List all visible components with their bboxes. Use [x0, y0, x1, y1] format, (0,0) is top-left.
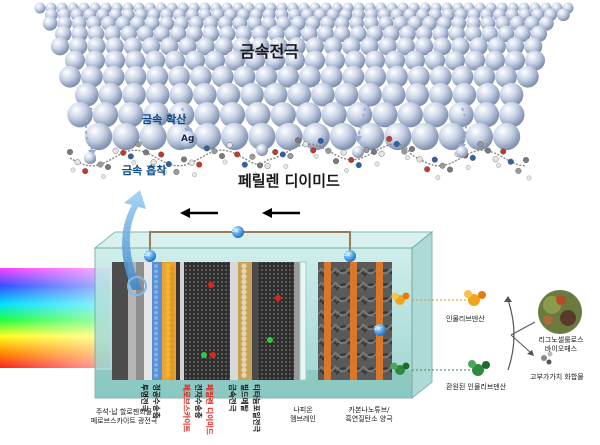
perylene-diimide-label: 페릴렌 디이미드	[238, 172, 340, 190]
charge-markers	[201, 282, 281, 358]
carbon-nanotube-anode	[318, 262, 392, 380]
biomass-photo	[538, 290, 582, 334]
high-value-compound-label: 고부가가치 화합물	[530, 373, 584, 381]
electron-label-2: 2e⁻	[232, 228, 241, 234]
high-value-compound-icon	[541, 351, 553, 365]
ag-atom-label: Ag	[181, 134, 195, 144]
photoelectrode-stack	[112, 262, 300, 380]
reduced-acid-label: 환원된 인몰리브덴산	[446, 383, 507, 391]
external-wire	[149, 231, 351, 262]
ag-atom	[179, 131, 197, 149]
reduced-acid-icon	[390, 360, 490, 376]
nafion-label: 나피온 멤브레인	[290, 406, 316, 423]
metal-electrode-label: 금속전극	[240, 42, 299, 61]
levulinic-acid-label: 인물리브덴산	[446, 315, 485, 323]
metal-diffusion-label: 금속 확산	[142, 113, 187, 126]
layer-label-fieldmetal: 필드메탈	[240, 384, 249, 412]
chemical-cycle	[412, 296, 536, 371]
anode-label: 카본나노튜브/ 흑연질탄소 양극	[345, 406, 393, 423]
layer-label-transparent: 투명전극	[140, 384, 149, 412]
layer-label-perovskite: 페로브스카이트	[182, 384, 191, 433]
layer-label-htl: 정공수송층	[152, 384, 161, 419]
electron-flow-arrows	[180, 208, 300, 218]
layer-label-etl: 전자수송층	[194, 384, 203, 419]
nafion-membrane	[299, 261, 307, 381]
layer-label-titanium: 티타늄포일전극	[252, 384, 261, 433]
electron-label-1: 2e⁻	[144, 252, 153, 258]
photoelectrode-label: 주석-납 할로젠화물 페로브스카이트 광전극	[90, 408, 158, 425]
biomass-label: 리그노셀룰로스 바이오매스	[538, 336, 584, 353]
layer-label-pdi: 페릴렌 디이미드	[205, 384, 214, 435]
metal-adsorption-label: 금속 흡착	[122, 164, 167, 177]
metal-electrode-lattice	[34, 2, 574, 151]
electron-spheres	[144, 226, 386, 336]
electron-label-3: 2e⁻	[344, 252, 353, 258]
perylene-diimide-molecule	[66, 135, 532, 181]
levulinic-acid-icon	[391, 290, 486, 306]
zoom-arrow	[122, 190, 146, 290]
electron-label-4: 2e⁻	[374, 326, 383, 332]
layer-label-metal: 금속전극	[228, 384, 237, 412]
